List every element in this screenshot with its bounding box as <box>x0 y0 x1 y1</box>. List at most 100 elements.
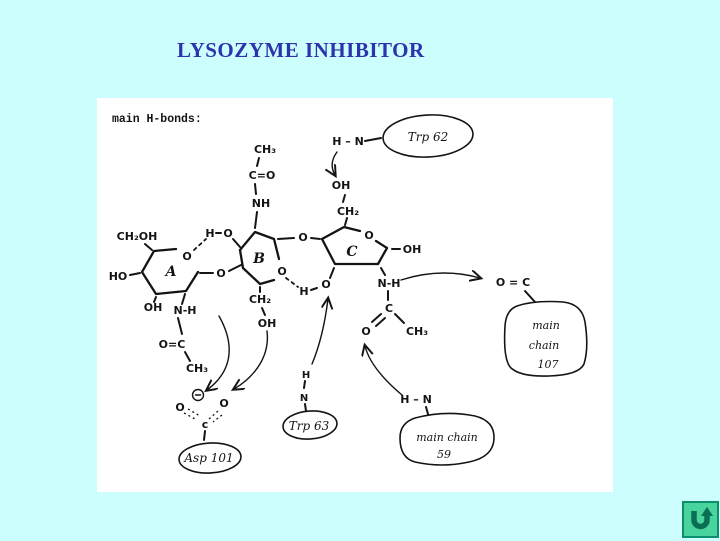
bond-c-o-double2 <box>375 317 386 327</box>
atom-ch2-b: CH₂ <box>249 293 271 306</box>
bond-ch2oh-a <box>144 243 153 251</box>
carbox-dotted-left <box>183 408 201 421</box>
atom-o-glyco-ab: O <box>216 267 225 280</box>
mc107-group: O = C main chain 107 <box>400 273 588 377</box>
u-turn-arrow-icon <box>691 507 713 530</box>
bond-nh-ringb <box>254 211 258 229</box>
atom-ch3-b: CH₃ <box>254 143 276 156</box>
ring-a-group: A O CH₂OH HO OH <box>109 230 200 314</box>
bond-h-n-trp63 <box>303 380 306 389</box>
atom-co-b: C=O <box>249 169 276 182</box>
residue-mc107-line2: chain <box>529 339 559 352</box>
page-title: LYSOZYME INHIBITOR <box>177 38 425 62</box>
atom-ch2-c6: CH₂ <box>337 205 359 218</box>
bond-n-trp63-oval <box>304 403 307 412</box>
bond-c2-nh <box>380 267 386 276</box>
return-nav-button[interactable] <box>682 501 719 538</box>
arrow-trp63-to-o <box>311 299 328 365</box>
atom-oc-a: O=C <box>159 338 186 351</box>
mc59-blob <box>399 412 495 466</box>
minus-charge-circle <box>191 388 205 402</box>
atom-o-glyco-bc: O <box>298 231 307 244</box>
atom-ch2oh-a: CH₂OH <box>117 230 158 243</box>
residue-trp63: Trp 63 <box>289 419 330 433</box>
hbond-ringa-o-to-h <box>193 238 207 251</box>
atom-o-bridge-bc: O <box>321 278 330 291</box>
bond-c-ch2 <box>344 217 348 226</box>
ring-b-group: B O <box>238 230 287 286</box>
atom-hn-trp62: H – N <box>332 135 364 148</box>
ring-b-outline-top <box>238 230 281 261</box>
arrow-trp62-to-oh <box>332 151 338 175</box>
bond-glyco-b <box>228 264 242 272</box>
bond-ch3-co-b <box>256 157 260 167</box>
acetyl-b-group: CH₃ C=O NH <box>249 143 276 229</box>
atom-h-bridge-bc: H <box>299 285 308 298</box>
ring-a-oxygen: O <box>182 250 191 263</box>
atom-oc-107: O = C <box>496 276 530 289</box>
ring-a-label: A <box>164 264 177 280</box>
ring-c-outline-bottom <box>320 237 389 266</box>
ring-b-outline-bottom <box>238 248 276 286</box>
trp63-group: H N Trp 63 <box>282 299 338 440</box>
atom-oh-b: OH <box>258 317 277 330</box>
atom-o-carbox-right: O <box>219 397 228 410</box>
bond-nh-c-a <box>177 317 183 335</box>
bond-glyco2-c <box>310 237 321 240</box>
bond-ch2-oh-c <box>342 194 346 203</box>
residue-mc107-line3: 107 <box>538 358 559 371</box>
acetyl-a-group: N-H O=C CH₃ <box>159 293 208 375</box>
mc107-blob <box>503 300 588 377</box>
bond-co-nh-b <box>254 183 257 195</box>
ring-a-outline <box>140 247 200 296</box>
glyco-bc-group: O <box>277 231 321 244</box>
acetyl-c-group: N-H C O CH₃ <box>361 267 428 338</box>
trp63-oval <box>282 410 338 440</box>
bond-c-ch3-acetyl <box>394 313 405 324</box>
arrow-mc59-to-o <box>365 346 403 396</box>
mc59-group: H – N main chain 59 <box>365 346 495 466</box>
atom-oh-c6: OH <box>332 179 351 192</box>
atom-o-bridge-ab: O <box>223 227 232 240</box>
hbond-ringb-o-to-h <box>285 277 299 288</box>
bond-a-nh <box>181 293 186 305</box>
atom-oh-c1: OH <box>403 243 422 256</box>
residue-mc59-line1: main chain <box>416 431 478 444</box>
atom-ch3-acetyl: CH₃ <box>406 325 428 338</box>
bond-ho-a <box>129 272 141 276</box>
residue-asp101: Asp 101 <box>183 451 233 465</box>
bond-h-o-bc <box>310 287 318 291</box>
atom-nh-b: NH <box>252 197 270 210</box>
hbond-a-to-b-group: H O <box>193 227 241 251</box>
bond-n-trp62 <box>364 137 382 142</box>
bond-ch2-oh-b <box>261 307 266 316</box>
bond-n-mc59 <box>425 406 429 415</box>
diagram-heading: main H-bonds: <box>112 113 202 126</box>
bond-c-asp101 <box>203 430 206 441</box>
arrow-nh-to-mc107 <box>400 273 480 280</box>
residue-mc107-line1: main <box>532 319 560 332</box>
atom-nh-a: N-H <box>174 304 197 317</box>
residue-mc59-line2: 59 <box>437 448 451 461</box>
carbox-dotted-right <box>208 410 223 423</box>
diagram-canvas: main H-bonds: A O CH₂OH HO OH H O O N-H … <box>97 98 613 492</box>
atom-oh-a: OH <box>144 301 163 314</box>
bond-o-to-ringb <box>232 238 241 248</box>
ring-c-group: C O OH <box>320 225 422 266</box>
arrow-nh-to-asp101 <box>207 315 230 390</box>
atom-nh-c: N-H <box>378 277 401 290</box>
bond-c-o-double1 <box>371 313 382 323</box>
bond-c-ch3-a <box>184 351 191 362</box>
atom-o-carbox-left: O <box>175 401 184 414</box>
atom-hn-59: H – N <box>400 393 432 406</box>
asp101-group: O O c Asp 101 <box>175 315 269 474</box>
residue-trp62: Trp 62 <box>408 130 449 144</box>
ring-c-outline-top <box>320 225 362 241</box>
ring-c-label: C <box>346 244 357 260</box>
c6-b-group: CH₂ OH <box>249 286 277 330</box>
bond-oh-a <box>153 296 157 303</box>
atom-n-trp63: N <box>300 393 308 404</box>
ring-b-label: B <box>252 251 265 267</box>
bond-c-mc107 <box>524 290 536 303</box>
